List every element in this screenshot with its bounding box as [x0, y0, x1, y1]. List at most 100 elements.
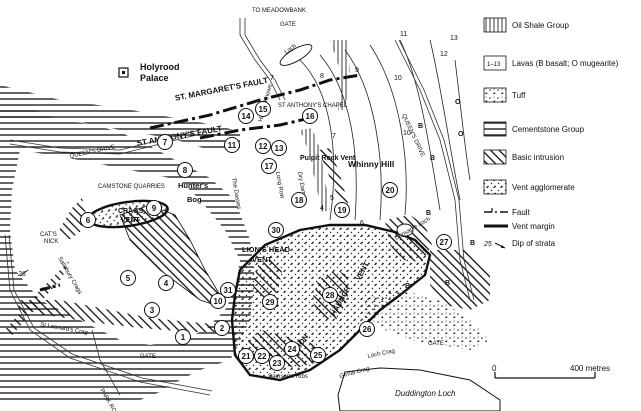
legend-swatch-cementstone — [483, 121, 507, 137]
legend-fault: Fault — [512, 208, 531, 217]
symbol-b-3: B — [426, 210, 431, 217]
legend-swatch-vent-agglomerate — [483, 179, 507, 195]
locality-number-27: 27 — [440, 238, 449, 247]
faults — [39, 73, 361, 292]
lava-10b: 10 — [394, 75, 402, 82]
locality-circle-17 — [261, 158, 277, 174]
lava-type-symbols: O B B O B B B B — [405, 99, 475, 290]
label-nick: NICK — [44, 239, 58, 245]
lava-13: 13 — [450, 35, 458, 42]
legend-swatch-tuff — [483, 87, 507, 103]
southern-tuff — [360, 290, 490, 350]
scale-end: 400 metres — [570, 364, 610, 373]
locality-circle-4 — [158, 275, 174, 291]
lava-5: 5 — [330, 195, 334, 202]
locality-number-21: 21 — [242, 352, 251, 361]
lava-field — [260, 60, 470, 220]
locality-number-11: 11 — [228, 141, 237, 150]
label-palace: Palace — [140, 73, 169, 83]
lava-10: 10 — [403, 130, 411, 137]
st-leonards-sill — [18, 300, 230, 332]
scale-start: 0 — [492, 364, 497, 373]
locality-circle-15 — [255, 101, 271, 117]
lava-9: 9 — [355, 67, 359, 74]
tuff-strip-2 — [330, 40, 350, 110]
label-pulpit-rock-vent: Pulpit Rock Vent — [300, 155, 356, 162]
locality-circle-2 — [214, 320, 230, 336]
legend-oil-shale: Oil Shale Group — [512, 21, 569, 30]
locality-circle-30 — [268, 222, 284, 238]
locality-circle-24 — [284, 341, 300, 357]
locality-circle-20 — [382, 182, 398, 198]
locality-circle-18 — [291, 192, 307, 208]
locality-circle-23 — [269, 355, 285, 371]
legend-tuff: Tuff — [512, 91, 526, 100]
locality-number-5: 5 — [126, 274, 131, 283]
locality-number-10: 10 — [214, 297, 223, 306]
label-crags-vent: VENT — [121, 217, 140, 224]
locality-number-24: 24 — [288, 345, 297, 354]
locality-circle-22 — [254, 348, 270, 364]
label-meadowbank: TO MEADOWBANK — [252, 8, 306, 14]
label-cats: CAT'S — [40, 232, 57, 238]
locality-number-23: 23 — [273, 359, 282, 368]
locality-circle-16 — [302, 108, 318, 124]
symbol-o-1: O — [455, 99, 461, 106]
locality-number-20: 20 — [386, 186, 395, 195]
label-gate-bottom: GATE — [140, 354, 156, 360]
legend-vent-agglomerate: Vent agglomerate — [512, 183, 575, 192]
locality-circle-1 — [175, 329, 191, 345]
locality-circle-12 — [255, 138, 271, 154]
oil-shale-top — [0, 85, 240, 150]
legend-basic-intrusion: Basic intrusion — [512, 153, 564, 162]
lava-11: 11 — [400, 31, 407, 38]
locality-circle-31 — [220, 282, 236, 298]
label-camstone-quarries: CAMSTONE QUARRIES — [98, 184, 165, 190]
locality-circle-7 — [157, 134, 173, 150]
locality-circle-27 — [436, 234, 452, 250]
cats-nick-sill — [58, 198, 86, 242]
locality-number-16: 16 — [306, 112, 315, 121]
label-the-dasses: The Dasses — [230, 177, 241, 210]
locality-number-29: 29 — [266, 298, 275, 307]
locality-circle-13 — [271, 140, 287, 156]
lava-7: 7 — [270, 75, 274, 82]
legend-dip-value: 25 — [483, 241, 492, 248]
lava-6: 6 — [360, 220, 364, 227]
dunsapie-loch — [396, 223, 414, 237]
label-samsons-ribs: Samson's Ribs — [268, 374, 308, 380]
locality-number-30: 30 — [272, 226, 281, 235]
locality-number-12: 12 — [259, 142, 268, 151]
locality-circle-25 — [310, 347, 326, 363]
east-intrusion — [318, 148, 350, 215]
locality-number-13: 13 — [275, 144, 284, 153]
legend-swatch-basic-intrusion — [483, 149, 507, 165]
legend-dip: Dip of strata — [512, 239, 556, 248]
legend-swatch-oil-shale — [483, 17, 507, 33]
locality-number-15: 15 — [259, 105, 268, 114]
locality-number-14: 14 — [242, 112, 251, 121]
locality-number-25: 25 — [314, 351, 323, 360]
locality-number-7: 7 — [163, 138, 168, 147]
symbol-b-2: B — [430, 155, 435, 162]
label-lions-head: LION'S HEAD — [242, 245, 291, 254]
legend-cementstone: Cementstone Group — [512, 125, 585, 134]
st-margarets-loch — [279, 44, 313, 66]
locality-number-26: 26 — [363, 325, 372, 334]
locality-circle-5 — [120, 270, 136, 286]
locality-number-18: 18 — [295, 196, 304, 205]
label-loch-crag: Loch Crag — [367, 348, 395, 360]
locality-number-17: 17 — [265, 162, 274, 171]
symbol-b-5: B — [470, 240, 475, 247]
locality-number-31: 31 — [224, 286, 233, 295]
symbol-o-2: O — [458, 131, 464, 138]
locality-number-1: 1 — [181, 333, 186, 342]
locality-circle-9 — [146, 200, 162, 216]
label-long-row: Long Row — [274, 171, 285, 199]
locality-circle-6 — [80, 212, 96, 228]
locality-number-22: 22 — [258, 352, 267, 361]
locality-number-2: 2 — [220, 324, 225, 333]
label-holyrood: Holyrood — [140, 62, 180, 72]
